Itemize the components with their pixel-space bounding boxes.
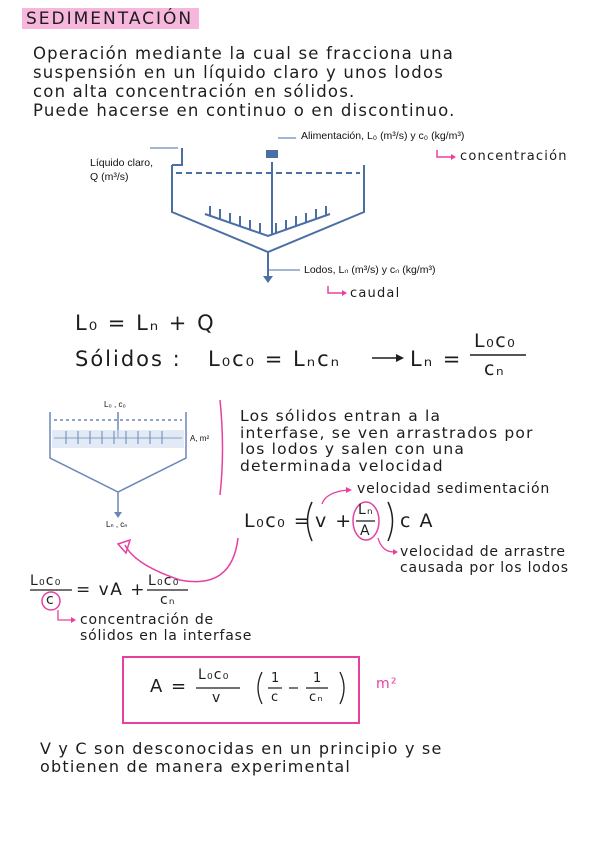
feed-note: concentración [460, 149, 568, 164]
intro-line-4: Puede hacerse en continuo o en discontin… [33, 101, 456, 120]
result-b-num: 1 [313, 671, 323, 686]
explanation-line-2: interfase, se ven arrastrados por [240, 423, 534, 442]
conclusion-line-2: obtienen de manera experimental [40, 757, 351, 776]
flux-note-bottom-1: velocidad de arrastre [400, 544, 566, 560]
rearranged-den2: cₙ [160, 592, 176, 608]
sludge-note: caudal [350, 286, 401, 301]
flux-frac-den: A [360, 523, 371, 539]
explanation-text: Los sólidos entran a la interfase, se ve… [240, 408, 590, 474]
page-title: SEDIMENTACIÓN [22, 8, 200, 29]
solids-equation: L₀c₀ = Lₙcₙ [208, 347, 342, 371]
result-box [122, 656, 360, 724]
ln-numerator: L₀c₀ [474, 330, 517, 352]
diagram2-bottom-label: Lₙ , cₙ [106, 520, 128, 529]
result-units: m² [376, 676, 398, 692]
result-den: v [212, 690, 222, 706]
flux-note-bottom-2: causada por los lodos [400, 560, 569, 576]
result-a-num: 1 [271, 671, 281, 686]
outlet-arrow-icon [263, 276, 273, 283]
result-num: L₀c₀ [198, 667, 230, 683]
flux-lhs: L₀c₀ = [244, 510, 312, 532]
rearranged-note-1: concentración de [80, 612, 214, 628]
rearranged-den: c [46, 592, 55, 608]
rearranged-num: L₀c₀ [30, 573, 62, 589]
result-a-den: c [271, 690, 280, 705]
rearranged-note-2: sólidos en la interfase [80, 628, 253, 644]
feed-inlet-icon [266, 150, 278, 158]
flux-frac-num: Lₙ [358, 502, 374, 518]
solids-label: Sólidos : [75, 347, 182, 371]
conclusion-line-1: V y C son desconocidas en un principio y… [40, 739, 443, 758]
ln-lhs: Lₙ = [410, 347, 463, 371]
conclusion-text: V y C son desconocidas en un principio y… [40, 740, 585, 776]
rearranged-mid: = vA + [76, 580, 146, 600]
explanation-line-4: determinada velocidad [240, 456, 444, 475]
result-b-den: cₙ [309, 690, 324, 705]
liquid-label-1: Líquido claro, [90, 157, 154, 169]
diagram2-area-label: A, m² [190, 434, 210, 443]
liquid-label-2: Q (m³/s) [90, 171, 129, 183]
ln-denominator: cₙ [484, 358, 506, 380]
balance-equation: L₀ = Lₙ + Q [75, 311, 216, 335]
intro-paragraph: Operación mediante la cual se fracciona … [33, 44, 578, 120]
flux-rhs: c A [400, 510, 434, 532]
feed-label: Alimentación, L₀ (m³/s) y c₀ (kg/m³) [301, 130, 465, 142]
result-lhs: A = [150, 676, 188, 697]
rearranged-num2: L₀c₀ [148, 573, 180, 589]
flux-v: v + [315, 510, 353, 532]
explanation-line-1: Los sólidos entran a la [240, 407, 442, 425]
intro-line-3: con alta concentración en sólidos. [33, 82, 356, 101]
flux-note-top: velocidad sedimentación [357, 481, 551, 497]
intro-line-2: suspensión en un líquido claro y unos lo… [33, 63, 445, 82]
explanation-line-3: los lodos y salen con una [240, 440, 466, 458]
diagram2-top-label: L₀ , c₀ [104, 400, 126, 409]
sludge-label: Lodos, Lₙ (m³/s) y cₙ (kg/m³) [304, 264, 436, 276]
intro-line-1: Operación mediante la cual se fracciona … [33, 44, 455, 63]
